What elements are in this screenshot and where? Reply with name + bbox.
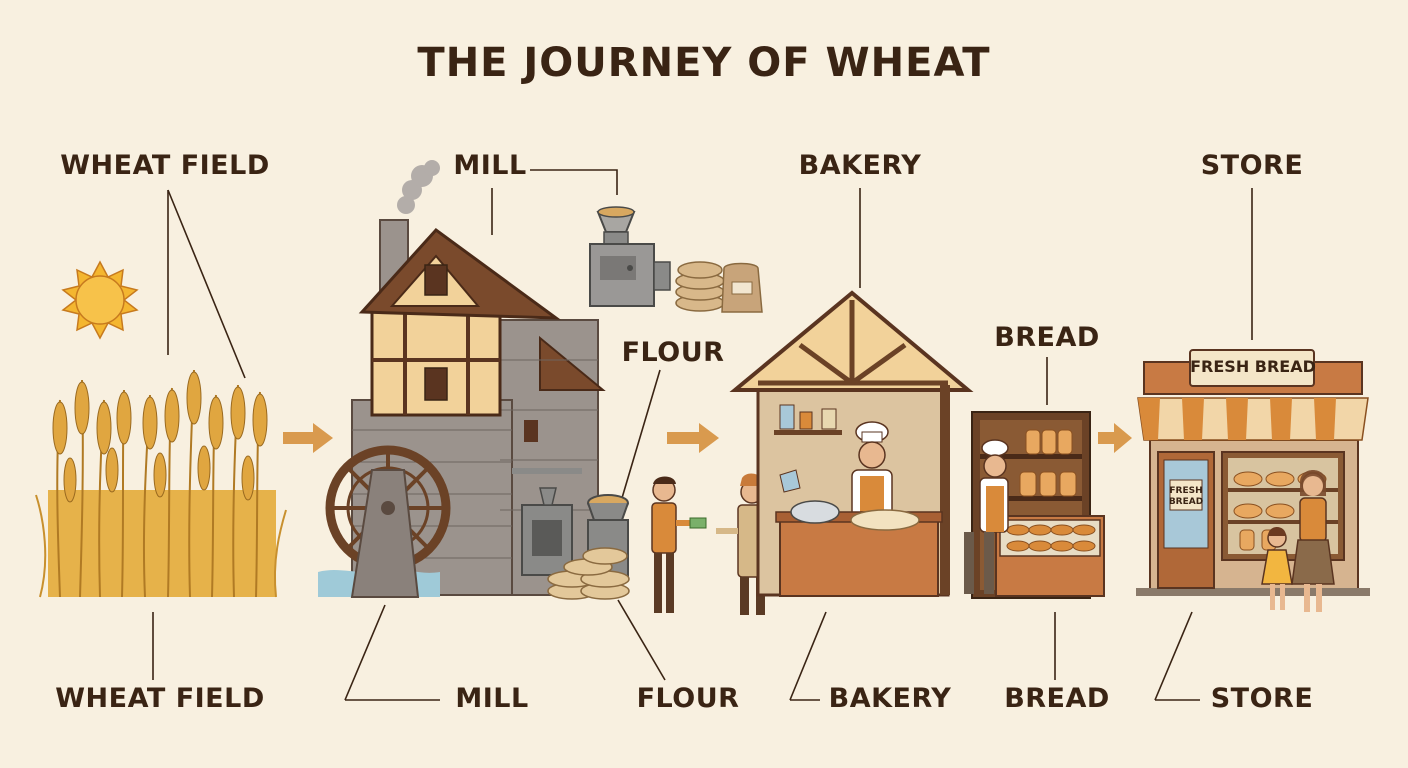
label-wheat-field-top: WHEAT FIELD — [60, 150, 270, 181]
trader-figures — [651, 473, 769, 615]
bread-shelf-icon — [964, 411, 1105, 599]
grinder-icon — [589, 206, 671, 307]
label-mill-bottom: MILL — [455, 683, 529, 714]
label-bakery-bottom: BAKERY — [828, 683, 952, 714]
label-wheat-field-bottom: WHEAT FIELD — [55, 683, 265, 714]
flour-sack-icon — [547, 547, 630, 600]
label-bakery-top: BAKERY — [798, 150, 922, 181]
arrow-right-icon — [1098, 423, 1132, 453]
store-door-sign-line2: BREAD — [1168, 497, 1204, 507]
store-sign: FRESH BREAD — [1190, 357, 1316, 376]
wheat-icon — [35, 369, 287, 598]
label-store-top: STORE — [1200, 150, 1304, 181]
store-door-sign-line1: FRESH — [1169, 486, 1203, 496]
label-mill-top: MILL — [453, 150, 527, 181]
storefront-icon — [1136, 349, 1370, 612]
label-flour-top: FLOUR — [621, 337, 725, 368]
page-title: THE JOURNEY OF WHEAT — [417, 40, 991, 86]
arrow-right-icon — [283, 423, 333, 453]
arrow-right-icon — [667, 423, 719, 453]
bakery-building-icon — [729, 290, 974, 597]
label-bread-bottom: BREAD — [1004, 683, 1110, 714]
flour-sack-icon — [675, 261, 763, 313]
label-flour-bottom: FLOUR — [636, 683, 740, 714]
label-bread-top: BREAD — [994, 322, 1100, 353]
label-store-bottom: STORE — [1210, 683, 1314, 714]
watermill-icon — [318, 160, 629, 598]
sun-icon — [61, 260, 139, 340]
connector-lines — [152, 169, 1253, 701]
